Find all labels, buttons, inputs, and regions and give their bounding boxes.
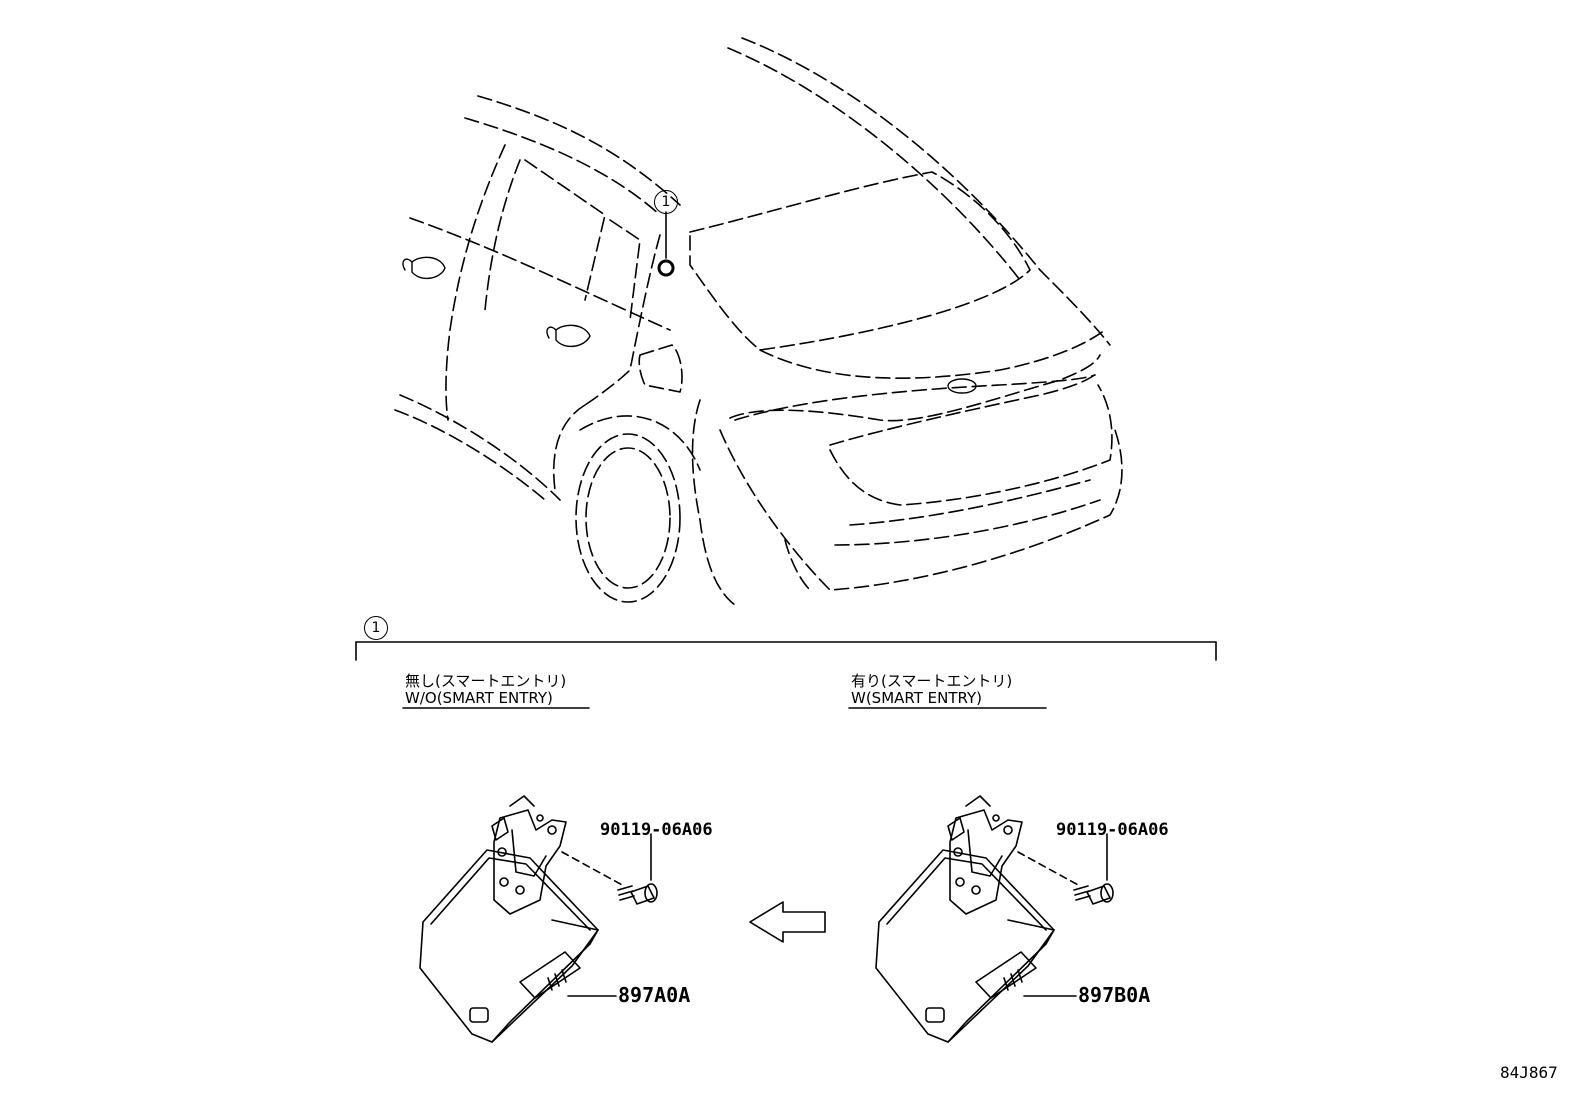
module-897b0a-illustration xyxy=(875,795,1055,1043)
caption-en-without-smart-entry: W/O(SMART ENTRY) xyxy=(405,689,553,707)
bolt-right-illustration xyxy=(1017,833,1114,905)
circled-number-icon: 1 xyxy=(364,616,388,640)
module-part-number-left: 897A0A xyxy=(618,983,691,1007)
module-897a0a-illustration xyxy=(419,795,599,1043)
caption-jp-without-smart-entry: 無し(スマートエントリ) xyxy=(405,672,567,690)
door-handle-icons xyxy=(402,256,977,394)
diagram-reference-code: 84J867 xyxy=(1500,1063,1558,1082)
bolt-part-number-right: 90119-06A06 xyxy=(1056,820,1169,840)
module-part-number-right: 897B0A xyxy=(1078,983,1151,1007)
caption-jp-with-smart-entry: 有り(スマートエントリ) xyxy=(851,672,1013,690)
bolt-left-illustration xyxy=(561,833,658,905)
vehicle-rear-illustration xyxy=(394,37,1123,606)
circled-number-icon: 1 xyxy=(654,190,678,214)
caption-en-with-smart-entry: W(SMART ENTRY) xyxy=(851,689,983,707)
module-location-marker xyxy=(657,211,675,277)
bolt-part-number-left: 90119-06A06 xyxy=(600,820,713,840)
variant-bracket xyxy=(355,641,1217,661)
left-arrow-icon xyxy=(749,901,826,943)
